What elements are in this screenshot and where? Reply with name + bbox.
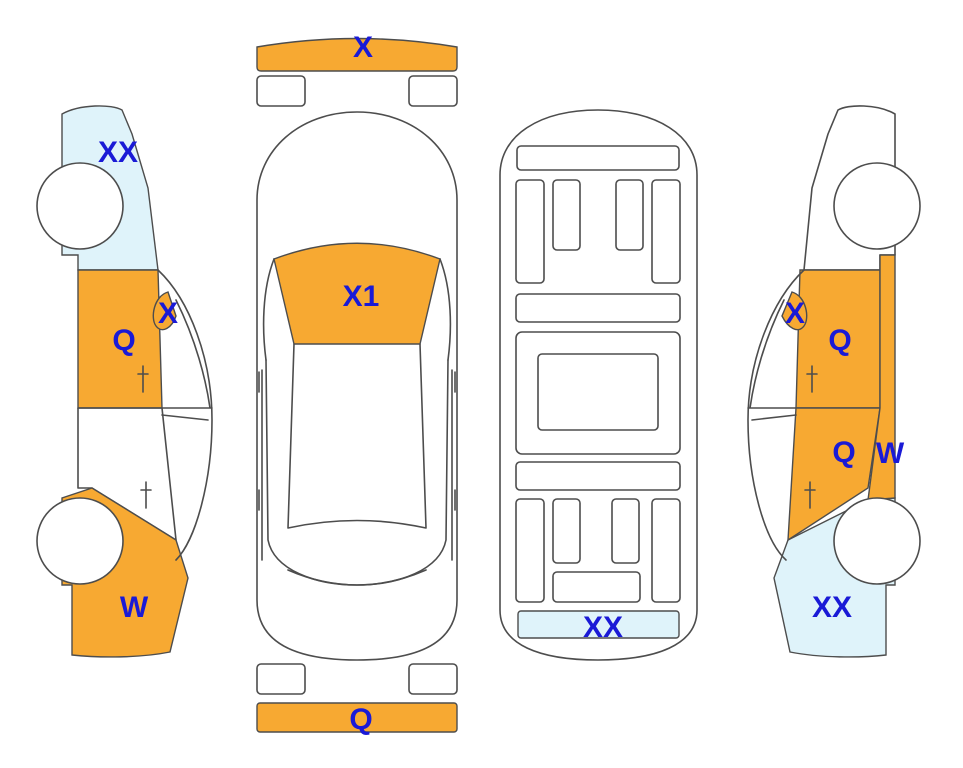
rear-underside-panel[interactable] xyxy=(517,610,680,639)
left-front-wheel xyxy=(36,162,124,250)
left-side-view xyxy=(36,105,213,658)
rear-bumper-panel[interactable] xyxy=(256,702,458,733)
right-front-wheel xyxy=(833,162,921,250)
label-right-mirror: X xyxy=(785,297,805,330)
right-mirror-panel[interactable] xyxy=(781,291,808,331)
under-part xyxy=(516,145,680,171)
label-right-front-door: Q xyxy=(832,436,855,469)
front-bumper-panel[interactable] xyxy=(256,37,458,72)
label-rear-underside: XX xyxy=(583,611,623,644)
car-body-outline xyxy=(256,111,458,661)
headlight-left xyxy=(256,75,306,107)
label-front-bumper: X xyxy=(353,31,373,64)
right-glass-outline xyxy=(747,269,805,561)
label-right-front-fender: W xyxy=(876,437,905,470)
damage-labels: X X1 Q XX XX Q X W X Q Q W XX xyxy=(98,31,905,736)
under-part xyxy=(651,179,681,284)
left-mirror-panel[interactable] xyxy=(152,291,177,331)
label-left-front-fender: XX xyxy=(98,136,138,169)
right-front-door-panel[interactable] xyxy=(787,407,881,542)
label-left-rear-quarter: W xyxy=(120,591,149,624)
right-side-view xyxy=(747,105,921,658)
under-part xyxy=(552,571,641,603)
taillight-left xyxy=(256,663,306,695)
under-part xyxy=(515,293,681,323)
left-door-handles xyxy=(137,365,152,509)
label-left-front-door: Q xyxy=(112,324,135,357)
label-rear-bumper: Q xyxy=(349,703,372,736)
under-part xyxy=(537,353,659,431)
left-rear-wheel xyxy=(36,497,124,585)
under-part xyxy=(552,498,581,564)
label-hood: X1 xyxy=(343,280,380,313)
right-rear-wheel xyxy=(833,497,921,585)
under-part xyxy=(651,498,681,603)
left-glass-outline xyxy=(157,269,213,561)
door-lines xyxy=(258,369,456,561)
right-door-handles xyxy=(804,365,818,509)
underside-view xyxy=(499,109,698,661)
label-right-rear-quarter: XX xyxy=(812,591,852,624)
label-right-rear-door: Q xyxy=(828,324,851,357)
under-part xyxy=(515,179,545,284)
under-part xyxy=(615,179,644,251)
trunk-line xyxy=(287,569,427,586)
taillight-right xyxy=(408,663,458,695)
under-part xyxy=(515,461,681,491)
under-part xyxy=(515,498,545,603)
label-left-mirror: X xyxy=(158,297,178,330)
roof-outline xyxy=(287,343,427,529)
headlight-right xyxy=(408,75,458,107)
under-part xyxy=(611,498,640,564)
windshield-frame xyxy=(262,258,452,361)
under-part xyxy=(552,179,581,251)
top-view xyxy=(256,37,458,733)
